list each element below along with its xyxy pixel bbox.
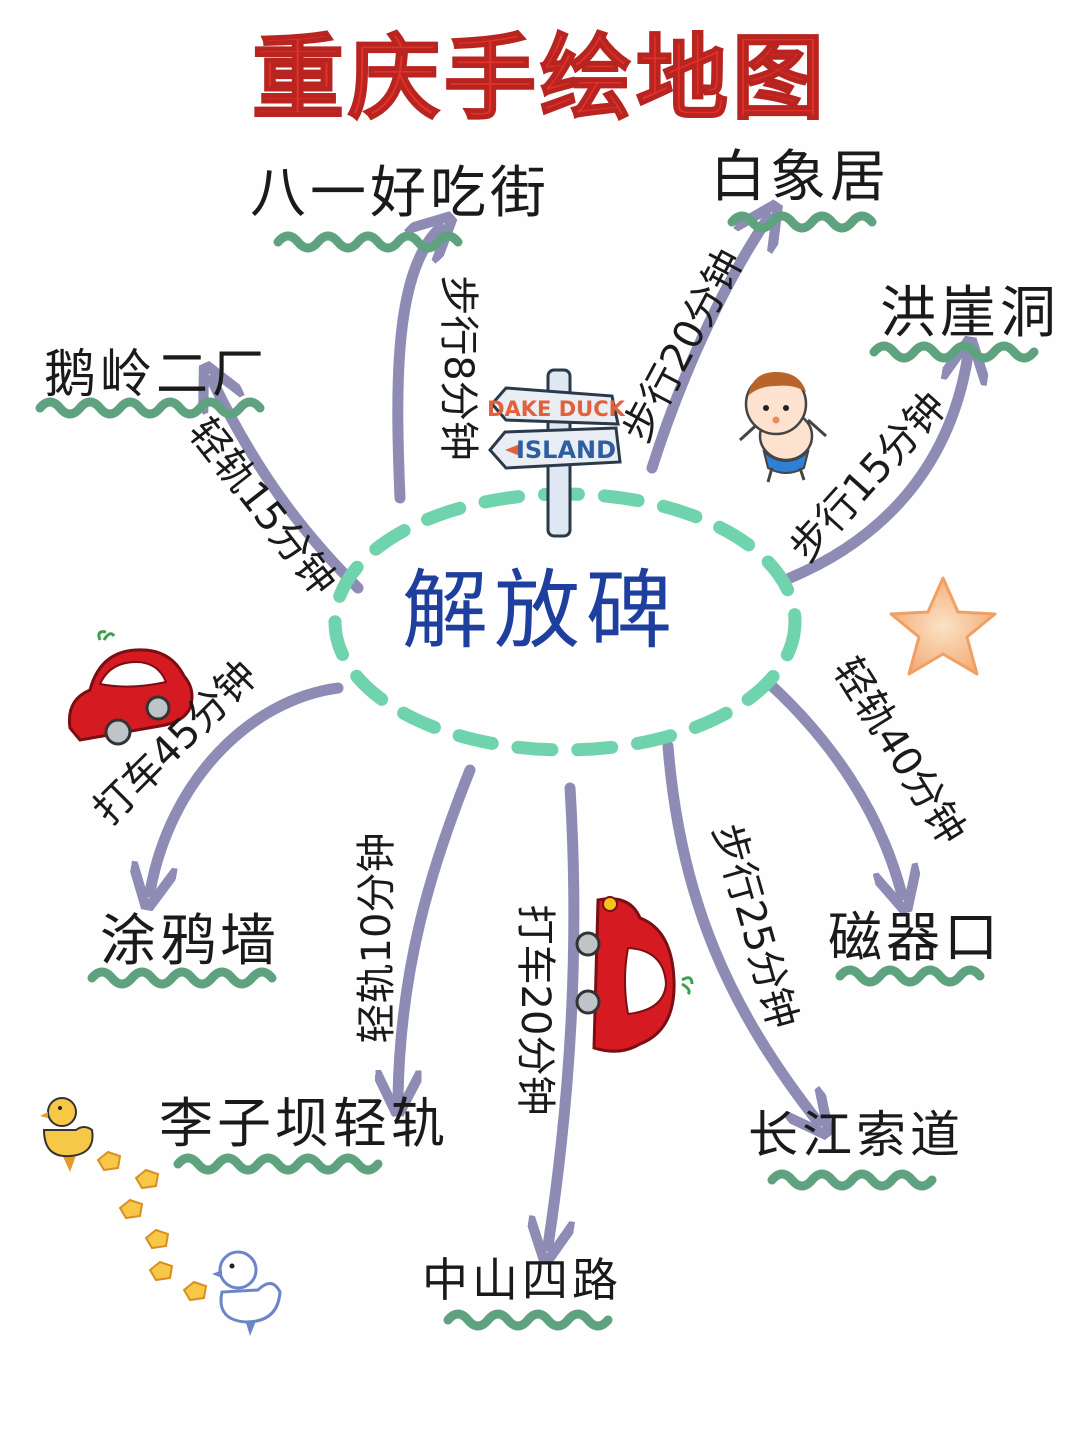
- footprint-icon: [96, 1150, 208, 1302]
- route-label-hongya: 步行15分钟: [781, 384, 956, 572]
- wave-underline: [835, 965, 985, 987]
- sign-bottom-text: ISLAND: [516, 436, 616, 464]
- route-arrow-zhongshan: [548, 782, 580, 1246]
- wave-underline: [87, 967, 277, 989]
- red-car-icon: [67, 630, 194, 746]
- route-label-bayi: 步行8分钟: [435, 275, 481, 460]
- wave-underline: [443, 1309, 613, 1331]
- wave-underline: [173, 1153, 383, 1175]
- route-arrow-baixiang: [646, 218, 768, 474]
- dest-eling: 鹅岭二厂: [44, 345, 268, 405]
- sign-top-text: DAKE DUCK: [487, 397, 626, 421]
- dest-zhongshan: 中山四路: [422, 1253, 622, 1307]
- route-arrow-hongya: [784, 355, 968, 584]
- route-label-liziba: 轻轨10分钟: [354, 833, 400, 1044]
- route-label-eling: 轻轨15分钟: [179, 410, 345, 605]
- route-arrow-liziba: [398, 764, 476, 1098]
- route-label-changjiang: 步行25分钟: [703, 819, 805, 1034]
- red-car-icon: [575, 896, 694, 1053]
- wave-underline: [35, 397, 265, 419]
- map-title: 重庆手绘地图: [252, 25, 828, 132]
- wave-underline: [273, 231, 463, 253]
- dest-tuya: 涂鸦墙: [100, 909, 280, 974]
- dest-changjiang: 长江索道: [748, 1106, 964, 1164]
- route-arrow-tuya: [150, 682, 344, 892]
- wave-underline: [767, 1169, 937, 1191]
- dest-bayi: 八一好吃街: [250, 161, 550, 226]
- route-arrow-changjiang: [662, 740, 818, 1122]
- duck-icon: [40, 1097, 94, 1172]
- dest-baixiang: 白象居: [710, 145, 890, 210]
- route-label-zhongshan: 打车20分钟: [512, 905, 558, 1116]
- dest-hongya: 洪崖洞: [880, 281, 1060, 346]
- duck-icon: [212, 1250, 282, 1336]
- route-label-baixiang: 步行20分钟: [614, 242, 754, 450]
- signpost-icon: DAKE DUCK ISLAND: [487, 368, 626, 538]
- wave-underline: [727, 211, 877, 233]
- dest-ciqi: 磁器口: [828, 906, 1002, 969]
- baby-icon: [738, 372, 827, 483]
- route-arrow-ciqi: [766, 680, 902, 895]
- dest-liziba: 李子坝轻轨: [159, 1092, 449, 1155]
- center-label: 解放碑: [402, 561, 678, 661]
- wave-underline: [869, 341, 1039, 363]
- route-label-ciqi: 轻轨40分钟: [824, 649, 975, 852]
- star-icon: [889, 576, 997, 676]
- route-arrow-bayi: [392, 228, 440, 504]
